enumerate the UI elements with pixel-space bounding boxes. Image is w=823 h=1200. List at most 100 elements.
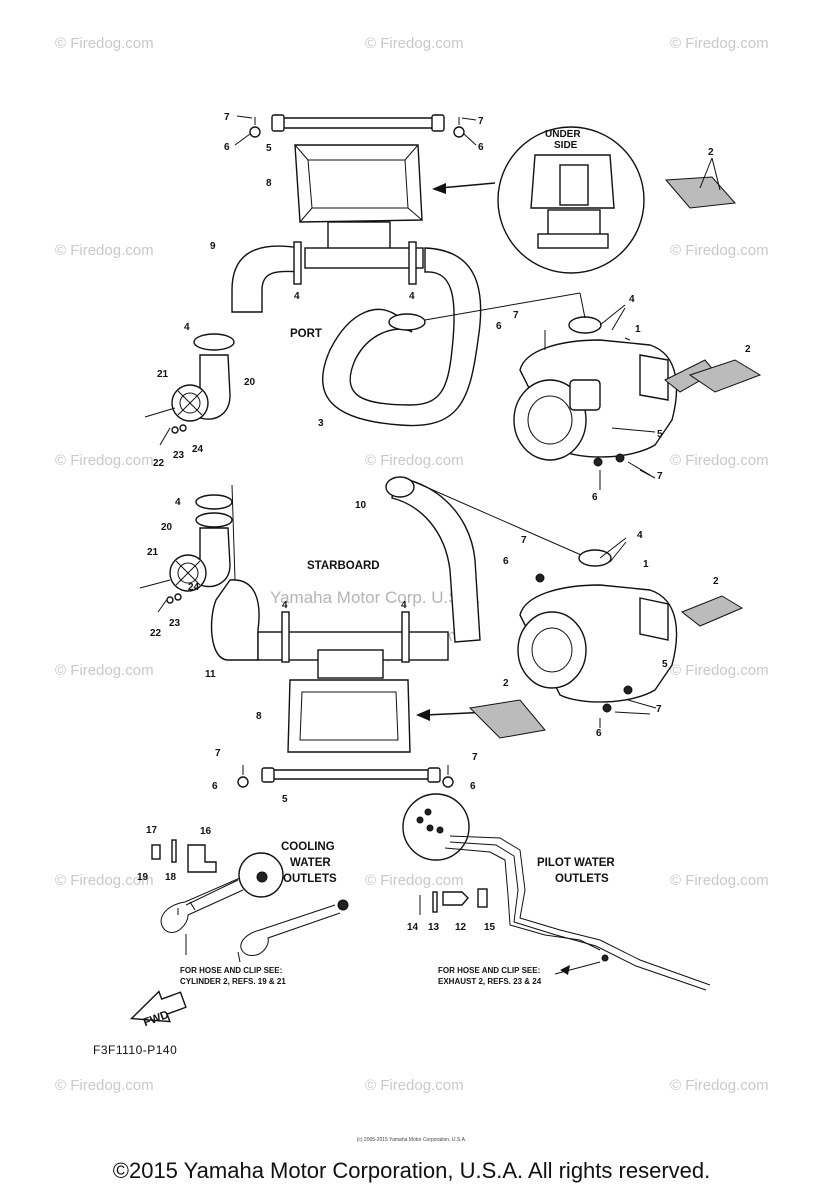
hose-part-11: [210, 579, 260, 661]
watermark: © Firedog.com: [365, 452, 464, 469]
nut-part-6: [442, 776, 454, 788]
watermark: © Firedog.com: [55, 452, 154, 469]
callout-number: 7: [513, 310, 519, 321]
callout-number: 11: [205, 669, 216, 680]
watermark: © Firedog.com: [365, 1077, 464, 1094]
air-box-neck: [327, 221, 391, 251]
underside-pad: [559, 164, 589, 206]
callout-number: 2: [713, 576, 719, 587]
callout-number: 8: [256, 711, 262, 722]
pad-part-2: [681, 595, 744, 627]
elbow-fitting-part-16: [187, 844, 217, 873]
nut-part-6: [249, 126, 261, 138]
clip-part-15: [477, 888, 488, 908]
bracket-end: [431, 114, 445, 132]
watermark: © Firedog.com: [670, 662, 769, 679]
clamp-part-4: [408, 241, 417, 285]
hose-part-3: [321, 247, 482, 427]
pilot-label-2: OUTLETS: [555, 873, 609, 885]
filter-face: [513, 379, 587, 461]
hose-part-9: [231, 245, 301, 313]
part-code: F3F1110-P140: [93, 1043, 178, 1057]
clamp-part-4: [281, 611, 290, 663]
callout-number: 6: [224, 142, 230, 153]
pilot-label-1: PILOT WATER: [537, 857, 615, 869]
gasket-part-18: [171, 839, 177, 863]
watermark: © Firedog.com: [670, 1077, 769, 1094]
gasket-part-13: [432, 891, 438, 913]
callout-number: 7: [656, 704, 662, 715]
callout-number: 7: [215, 748, 221, 759]
callout-number: 4: [282, 600, 288, 611]
cooling-label-2: WATER: [290, 857, 331, 869]
callout-number: 17: [146, 825, 158, 836]
callout-number: 24: [192, 444, 204, 455]
callout-number: 5: [662, 659, 668, 670]
bracket-part-5: [267, 769, 434, 780]
callout-number: 21: [157, 369, 169, 380]
center-watermark: Yamaha Motor Corp. U.S.A.: [270, 588, 480, 607]
tiny-copyright: (c) 2005-2015 Yamaha Motor Corporation, …: [356, 1137, 467, 1143]
callout-number: 6: [596, 728, 602, 739]
callout-number: 7: [478, 116, 484, 127]
callout-number: 13: [428, 922, 440, 933]
callout-number: 2: [708, 147, 714, 158]
cylinder-note-1: FOR HOSE AND CLIP SEE:: [180, 966, 282, 975]
watermark: © Firedog.com: [365, 35, 464, 52]
callout-number: 15: [484, 922, 496, 933]
callout-number: 22: [153, 458, 165, 469]
pad-part-2: [664, 176, 737, 209]
hose-end: [385, 476, 415, 498]
watermark: © Firedog.com: [670, 242, 769, 259]
callout-number: 18: [165, 872, 177, 883]
callout-number: 7: [521, 535, 527, 546]
filter-face: [517, 611, 587, 689]
underside-label-2: SIDE: [554, 140, 578, 151]
callout-number: 4: [401, 600, 407, 611]
callout-number: 24: [188, 582, 200, 593]
clamp-part-4: [293, 241, 302, 285]
clamp-part-4: [568, 316, 602, 334]
callout-number: 6: [592, 492, 598, 503]
callout-number: 3: [318, 418, 324, 429]
air-box-base: [304, 247, 424, 269]
nut-part-6: [615, 453, 625, 463]
callout-number: 10: [355, 500, 367, 511]
callout-number: 5: [657, 429, 663, 440]
callout-number: 2: [745, 344, 751, 355]
underside-label-1: UNDER: [545, 129, 581, 140]
clamp-part-4: [195, 512, 233, 528]
bracket-part-5: [277, 117, 439, 129]
callout-number: 5: [282, 794, 288, 805]
callout-number: 7: [224, 112, 230, 123]
callout-number: 12: [455, 922, 467, 933]
callout-number: 20: [161, 522, 173, 533]
watermark: © Firedog.com: [55, 242, 154, 259]
callout-number: 4: [637, 530, 643, 541]
cooling-label-3: OUTLETS: [283, 873, 337, 885]
callout-number: 1: [643, 559, 649, 570]
callout-number: 6: [470, 781, 476, 792]
callout-number: 5: [266, 143, 272, 154]
callout-number: 19: [137, 872, 149, 883]
pad-part-2: [468, 699, 546, 739]
starboard-assembly: [139, 476, 744, 788]
callout-number: 6: [478, 142, 484, 153]
clamp-part-4: [401, 611, 410, 663]
nut-part-6: [602, 703, 612, 713]
callout-number: 1: [635, 324, 641, 335]
callout-number: 2: [503, 678, 509, 689]
callout-number: 4: [294, 291, 300, 302]
callout-number: 23: [169, 618, 181, 629]
port-label: PORT: [290, 328, 322, 340]
pad-part-2: [688, 359, 762, 393]
starboard-label: STARBOARD: [307, 560, 380, 572]
port-assembly: UNDER SIDE: [144, 114, 762, 490]
cooling-label-1: COOLING: [281, 841, 335, 853]
nut-part-6: [237, 776, 249, 788]
watermark: © Firedog.com: [55, 35, 154, 52]
nut-part-6: [593, 457, 603, 467]
watermark: © Firedog.com: [55, 872, 154, 889]
fwd-arrow-icon: FWD: [129, 990, 187, 1029]
